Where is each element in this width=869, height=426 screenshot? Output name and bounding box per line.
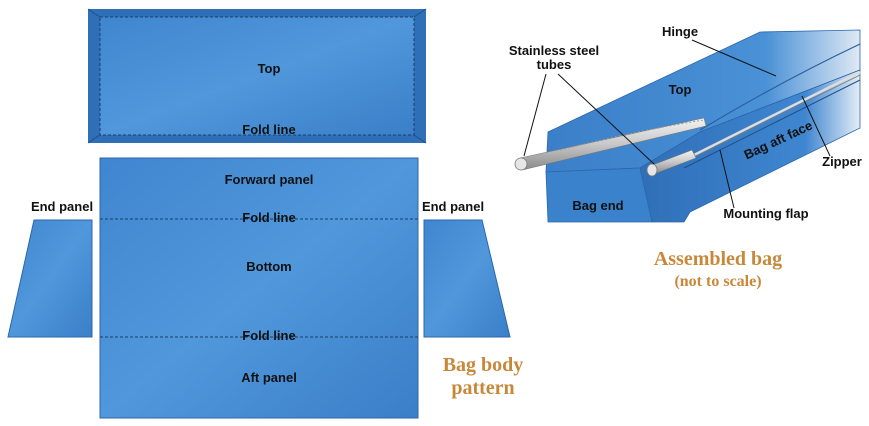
end-panel-left-label: End panel bbox=[31, 199, 93, 214]
end-panel-right-label: End panel bbox=[422, 199, 484, 214]
hinge-label: Hinge bbox=[662, 24, 698, 39]
fold-line-label-3: Fold line bbox=[242, 328, 295, 343]
top-panel-dashed-outline bbox=[99, 16, 415, 136]
hinge-line bbox=[699, 43, 861, 131]
hinge-leader bbox=[691, 39, 777, 77]
bag-end-face bbox=[545, 167, 653, 223]
zipper-label: Zipper bbox=[822, 154, 862, 169]
stainless-steel-tube-right bbox=[646, 149, 697, 177]
aft-panel-label: Aft panel bbox=[241, 370, 297, 385]
top-label: Top bbox=[258, 61, 281, 76]
top-panel bbox=[87, 8, 427, 144]
mounting-flap-line bbox=[683, 79, 861, 169]
stainless-steel-tube-left bbox=[514, 117, 707, 171]
assembled-bag-illustration: Stainless steel tubes Hinge Top Bag aft … bbox=[509, 24, 862, 290]
end-panel-left bbox=[7, 219, 93, 338]
assembled-caption-line1: Assembled bag bbox=[654, 248, 782, 270]
top-3d-label: Top bbox=[669, 82, 692, 97]
bag-body-pattern: Top Fold line Forward panel Fold line Bo… bbox=[7, 8, 524, 419]
stainless-steel-label-line2: tubes bbox=[537, 57, 572, 72]
bag-end-label: Bag end bbox=[572, 198, 623, 213]
stainless-leader-1 bbox=[523, 73, 547, 157]
fold-line-label-1: Fold line bbox=[242, 122, 295, 137]
pattern-caption-line2: pattern bbox=[451, 377, 514, 399]
end-panel-right bbox=[423, 219, 511, 338]
main-body-panel bbox=[99, 157, 419, 419]
mounting-flap-leader bbox=[719, 149, 735, 209]
stainless-steel-label-line1: Stainless steel bbox=[509, 43, 599, 58]
mounting-flap-label: Mounting flap bbox=[723, 206, 808, 221]
forward-panel-label: Forward panel bbox=[225, 172, 314, 187]
fold-line-label-2: Fold line bbox=[242, 210, 295, 225]
bottom-label: Bottom bbox=[246, 259, 292, 274]
zipper-leader bbox=[801, 95, 831, 157]
pattern-caption-line1: Bag body bbox=[443, 354, 524, 376]
assembled-caption-line2: (not to scale) bbox=[674, 273, 761, 290]
zipper-line bbox=[687, 70, 861, 160]
stainless-leader-2 bbox=[557, 73, 655, 165]
